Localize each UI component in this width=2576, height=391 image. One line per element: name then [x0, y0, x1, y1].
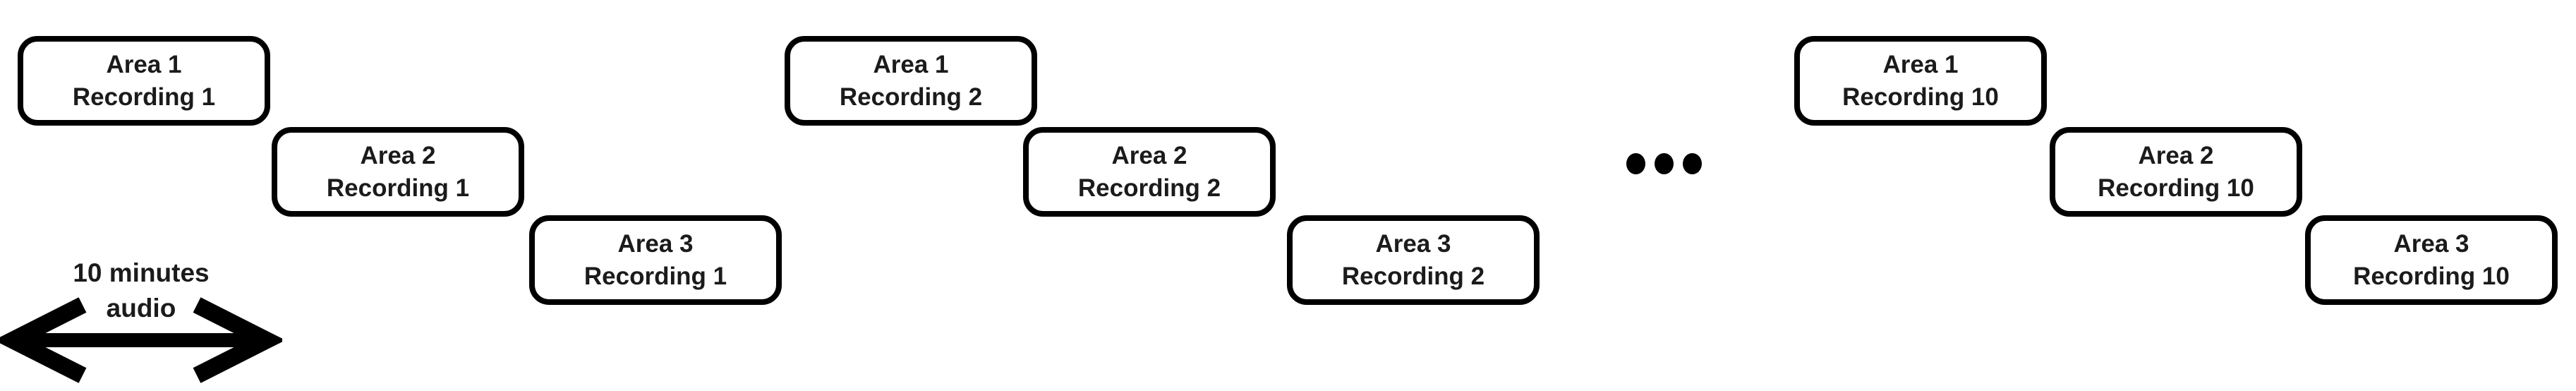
area-label: Area 1	[1882, 50, 1959, 78]
area-label: Area 2	[1111, 141, 1187, 169]
box-area-2-recording-2: Area 2 Recording 2	[1023, 127, 1276, 217]
area-label: Area 2	[2138, 141, 2214, 169]
box-area-1-recording-1: Area 1 Recording 1	[18, 36, 270, 126]
time-scale: 10 minutes audio	[0, 255, 282, 386]
ellipsis-icon	[1626, 153, 1702, 174]
box-area-2-recording-10: Area 2 Recording 10	[2050, 127, 2302, 217]
time-scale-label-line1: 10 minutes	[73, 258, 210, 287]
box-area-2-recording-1: Area 2 Recording 1	[272, 127, 524, 217]
recording-label: Recording 2	[1341, 262, 1485, 290]
area-label: Area 1	[106, 50, 182, 78]
recording-label: Recording 2	[1077, 174, 1221, 202]
box-area-3-recording-1: Area 3 Recording 1	[529, 215, 782, 305]
box-area-1-recording-2: Area 1 Recording 2	[785, 36, 1037, 126]
recording-label: Recording 10	[1842, 83, 1999, 111]
ellipsis-dot	[1655, 153, 1674, 174]
ellipsis-dot	[1683, 153, 1702, 174]
box-area-1-recording-10: Area 1 Recording 10	[1794, 36, 2047, 126]
time-scale-label-line2: audio	[106, 294, 176, 323]
area-label: Area 2	[360, 141, 436, 169]
double-headed-arrow-icon	[0, 297, 282, 383]
recording-label: Recording 1	[72, 83, 216, 111]
recording-label: Recording 10	[2353, 262, 2510, 290]
recording-label: Recording 1	[583, 262, 727, 290]
recording-label: Recording 10	[2098, 174, 2254, 202]
area-label: Area 3	[617, 229, 694, 258]
ellipsis-dot	[1626, 153, 1645, 174]
box-area-3-recording-10: Area 3 Recording 10	[2305, 215, 2558, 305]
area-label: Area 3	[2393, 229, 2469, 258]
recording-label: Recording 1	[326, 174, 470, 202]
area-label: Area 1	[873, 50, 949, 78]
area-label: Area 3	[1375, 229, 1451, 258]
recording-label: Recording 2	[839, 83, 983, 111]
box-area-3-recording-2: Area 3 Recording 2	[1287, 215, 1540, 305]
